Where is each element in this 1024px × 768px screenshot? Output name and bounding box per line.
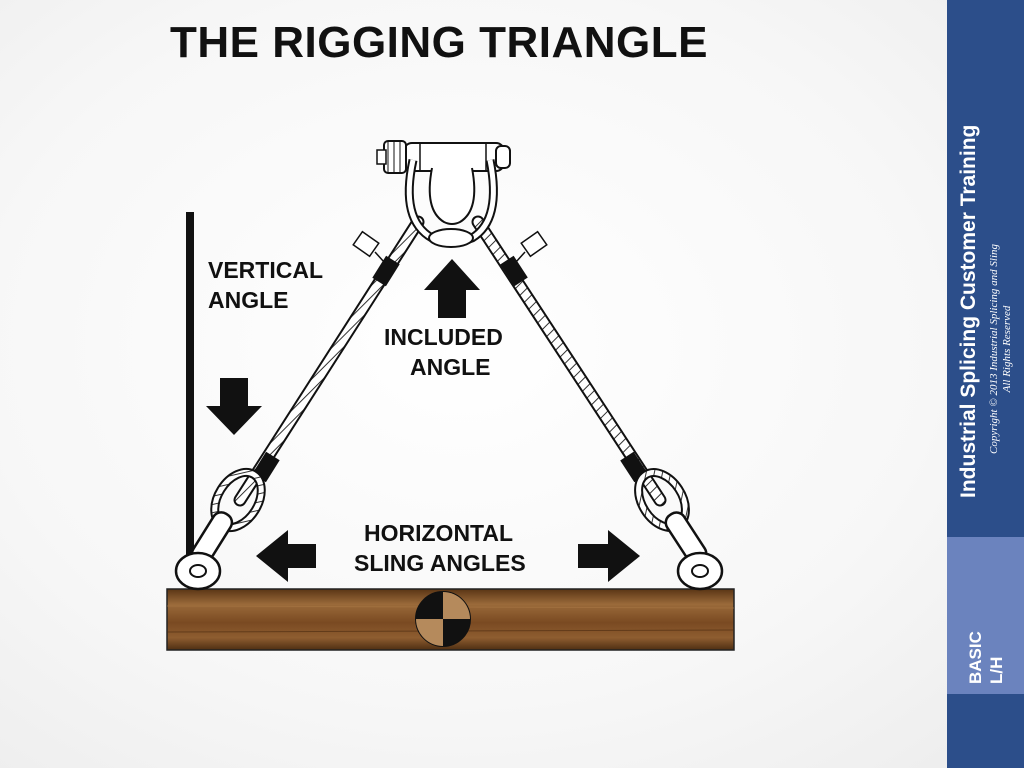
included-angle-label: INCLUDED ANGLE xyxy=(384,322,503,382)
right-sling-leg xyxy=(471,215,690,532)
sidebar-brand-text: Industrial Splicing Customer Training xyxy=(957,124,980,498)
vertical-angle-label-line2: ANGLE xyxy=(208,287,289,313)
level-line1: BASIC xyxy=(966,631,985,684)
sidebar-copyright: Copyright © 2013 Industrial Splicing and… xyxy=(988,244,1014,454)
slide-title: THE RIGGING TRIANGLE xyxy=(170,18,708,67)
down-arrow-icon xyxy=(206,378,262,435)
horizontal-label-line2: SLING ANGLES xyxy=(354,550,526,576)
center-of-gravity-icon xyxy=(415,591,471,647)
vertical-angle-label-line1: VERTICAL xyxy=(208,257,323,283)
right-sling-tag-icon xyxy=(515,230,548,263)
left-sling-tag-icon xyxy=(352,230,385,263)
horizontal-label-line1: HORIZONTAL xyxy=(364,520,514,546)
shackle-icon xyxy=(376,140,511,248)
copyright-text: Copyright © 2013 Industrial Splicing and… xyxy=(988,243,1000,454)
right-arrow-icon xyxy=(578,530,640,582)
level-line2: L/H xyxy=(987,656,1006,684)
vertical-angle-label: VERTICAL ANGLE xyxy=(208,255,323,315)
sidebar-bottom-panel xyxy=(947,694,1024,768)
up-arrow-icon xyxy=(424,259,480,318)
rights-text: All Rights Reserved xyxy=(1001,305,1013,393)
rigging-diagram xyxy=(166,140,735,651)
sidebar-level-panel xyxy=(947,537,1024,694)
horizontal-sling-angles-label: HORIZONTAL SLING ANGLES xyxy=(354,518,526,578)
included-angle-label-line1: INCLUDED xyxy=(384,324,503,350)
included-angle-label-line2: ANGLE xyxy=(410,354,491,380)
vertical-reference-line xyxy=(186,212,194,568)
right-eye-bolt-icon xyxy=(664,511,724,591)
left-eye-bolt-icon xyxy=(174,511,234,591)
sidebar-level: BASIC L/H xyxy=(965,631,1007,684)
left-arrow-icon xyxy=(256,530,316,582)
